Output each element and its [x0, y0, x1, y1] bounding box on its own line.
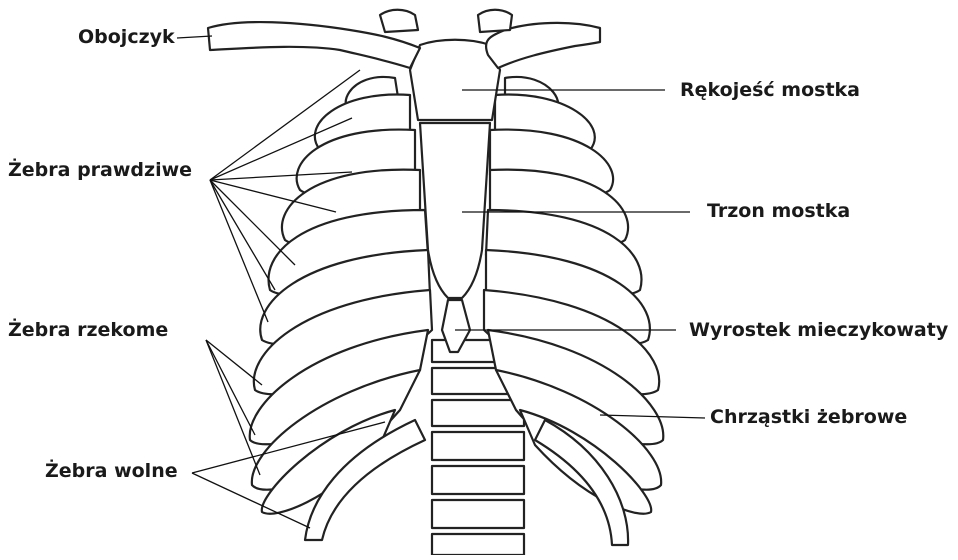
label-rekojesc-mostka: Rękojeść mostka: [680, 81, 860, 100]
sternum-body: [420, 123, 490, 298]
label-wyrostek-mieczykowaty: Wyrostek mieczykowaty: [689, 321, 948, 340]
clavicles: [208, 10, 600, 68]
label-zebra-prawdziwe: Żebra prawdziwe: [8, 161, 192, 180]
left-ribs: [250, 77, 432, 540]
label-zebra-rzekome: Żebra rzekome: [8, 321, 168, 340]
label-obojczyk: Obojczyk: [78, 28, 175, 47]
label-chrzastki-zebrowe: Chrząstki żebrowe: [710, 408, 907, 427]
label-trzon-mostka: Trzon mostka: [707, 202, 850, 221]
label-zebra-wolne: Żebra wolne: [45, 462, 178, 481]
